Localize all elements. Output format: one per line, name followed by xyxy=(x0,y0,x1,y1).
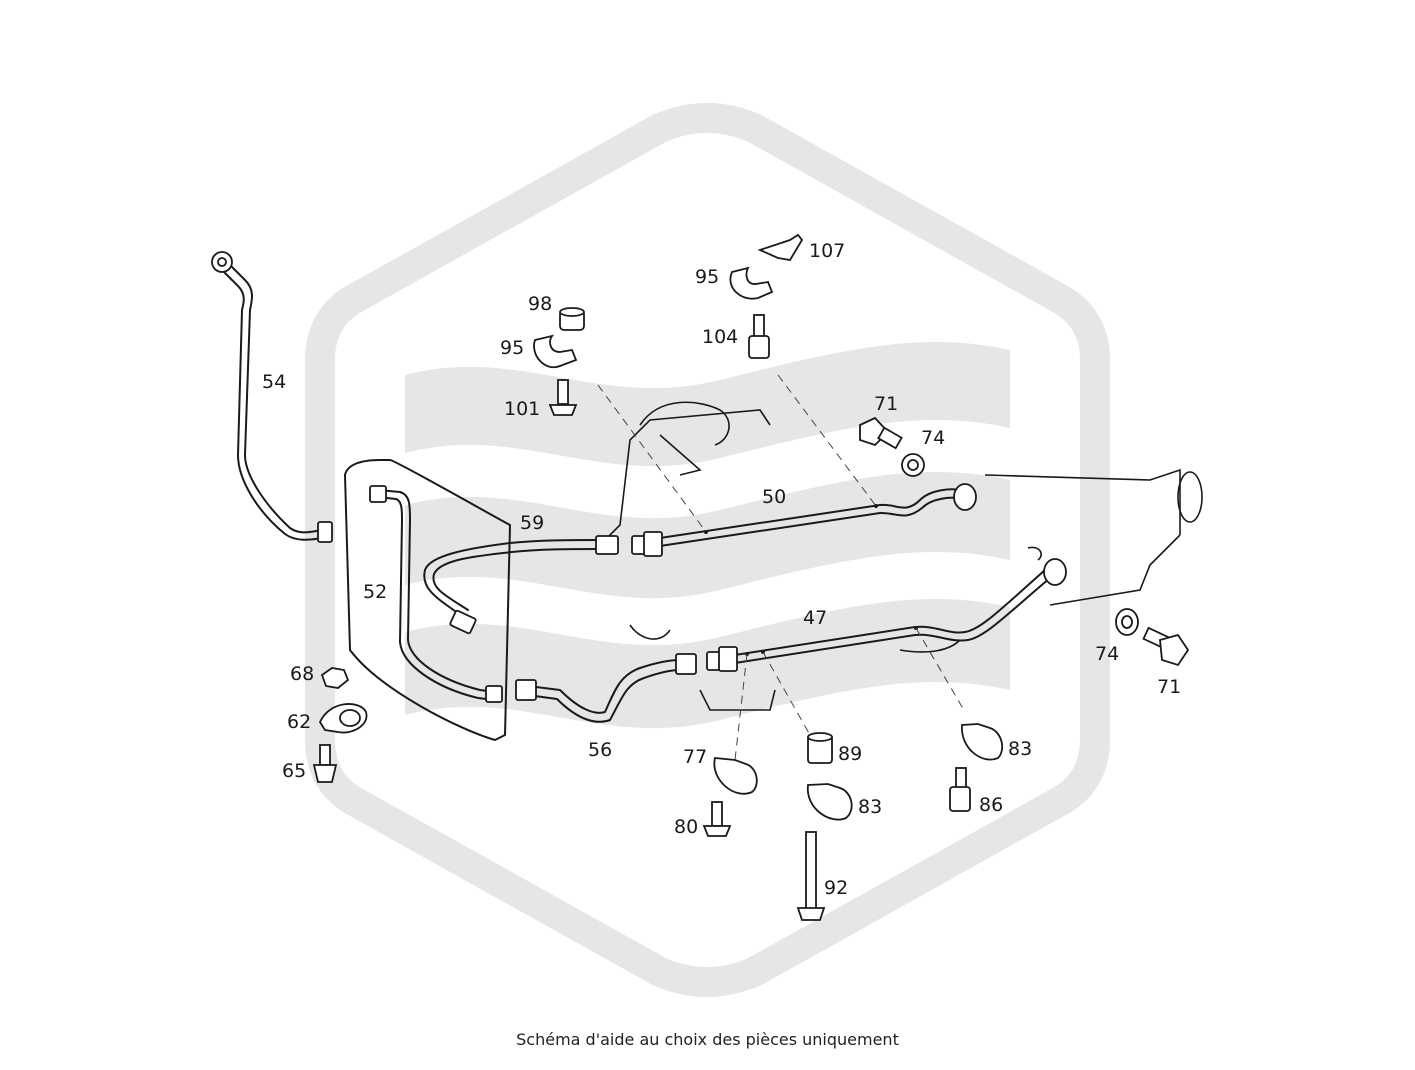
leader-lines xyxy=(597,374,966,761)
label-part-107[interactable]: 107 xyxy=(809,240,845,262)
part-107-bracket[interactable] xyxy=(757,233,804,261)
label-part-52[interactable]: 52 xyxy=(363,581,387,603)
part-71-banjo-bolt-right[interactable] xyxy=(1142,626,1190,667)
label-part-47[interactable]: 47 xyxy=(803,607,827,629)
label-part-95-right[interactable]: 95 xyxy=(695,266,719,288)
transmission-housing-outline xyxy=(984,468,1203,606)
part-89-spacer[interactable] xyxy=(807,732,833,764)
part-83-clamp-right[interactable] xyxy=(961,723,1004,761)
part-74-washer-top[interactable] xyxy=(901,453,925,477)
label-part-54[interactable]: 54 xyxy=(262,371,286,393)
label-part-74-right[interactable]: 74 xyxy=(1095,643,1119,665)
label-part-50[interactable]: 50 xyxy=(762,486,786,508)
label-part-71-right[interactable]: 71 xyxy=(1157,676,1181,698)
label-part-59[interactable]: 59 xyxy=(520,512,544,534)
label-part-98[interactable]: 98 xyxy=(528,293,552,315)
part-95-clamp-left[interactable] xyxy=(533,334,578,369)
part-92-long-bolt[interactable] xyxy=(796,831,826,921)
label-part-101[interactable]: 101 xyxy=(504,398,540,420)
label-part-92[interactable]: 92 xyxy=(824,877,848,899)
pipe-56[interactable] xyxy=(515,653,697,723)
part-77-clamp[interactable] xyxy=(713,757,758,795)
watermark-hexagon xyxy=(305,103,1110,997)
label-part-65[interactable]: 65 xyxy=(282,760,306,782)
label-part-71-top[interactable]: 71 xyxy=(874,393,898,415)
part-101-bolt[interactable] xyxy=(548,379,578,416)
label-part-83-right[interactable]: 83 xyxy=(1008,738,1032,760)
part-number-labels: 54 52 59 56 50 47 98 95 101 95 107 104 7… xyxy=(262,240,1181,899)
part-80-bolt[interactable] xyxy=(702,801,732,837)
part-104-bolt[interactable] xyxy=(748,314,770,359)
part-95-clamp-right[interactable] xyxy=(729,266,774,300)
part-98-spacer[interactable] xyxy=(559,307,585,331)
pipe-50[interactable] xyxy=(631,483,977,557)
label-part-89[interactable]: 89 xyxy=(838,743,862,765)
label-part-77[interactable]: 77 xyxy=(683,746,707,768)
part-71-banjo-bolt-top[interactable] xyxy=(859,416,903,450)
label-part-68[interactable]: 68 xyxy=(290,663,314,685)
label-part-80[interactable]: 80 xyxy=(674,816,698,838)
diagram-caption: Schéma d'aide au choix des pièces unique… xyxy=(516,1030,899,1049)
part-65-bolt[interactable] xyxy=(312,744,338,783)
part-68-nut[interactable] xyxy=(320,667,350,689)
label-part-95-left[interactable]: 95 xyxy=(500,337,524,359)
label-part-86[interactable]: 86 xyxy=(979,794,1003,816)
part-86-bolt[interactable] xyxy=(949,767,971,812)
watermark-logo xyxy=(305,103,1110,997)
pipe-54[interactable] xyxy=(211,251,333,543)
label-part-56[interactable]: 56 xyxy=(588,739,612,761)
label-part-83-lower[interactable]: 83 xyxy=(858,796,882,818)
part-62-clamp[interactable] xyxy=(318,703,368,734)
pipe-52[interactable] xyxy=(344,459,511,741)
pipe-47[interactable] xyxy=(706,546,1067,672)
engine-housing-outline xyxy=(599,401,961,711)
pipe-59[interactable] xyxy=(423,535,619,635)
label-part-74-top[interactable]: 74 xyxy=(921,427,945,449)
part-83-clamp-lower[interactable] xyxy=(807,783,853,821)
label-part-104[interactable]: 104 xyxy=(702,326,738,348)
watermark-wave-middle xyxy=(405,471,1010,599)
label-part-62[interactable]: 62 xyxy=(287,711,311,733)
part-74-washer-right[interactable] xyxy=(1115,608,1139,636)
watermark-wave-top xyxy=(405,341,1010,467)
